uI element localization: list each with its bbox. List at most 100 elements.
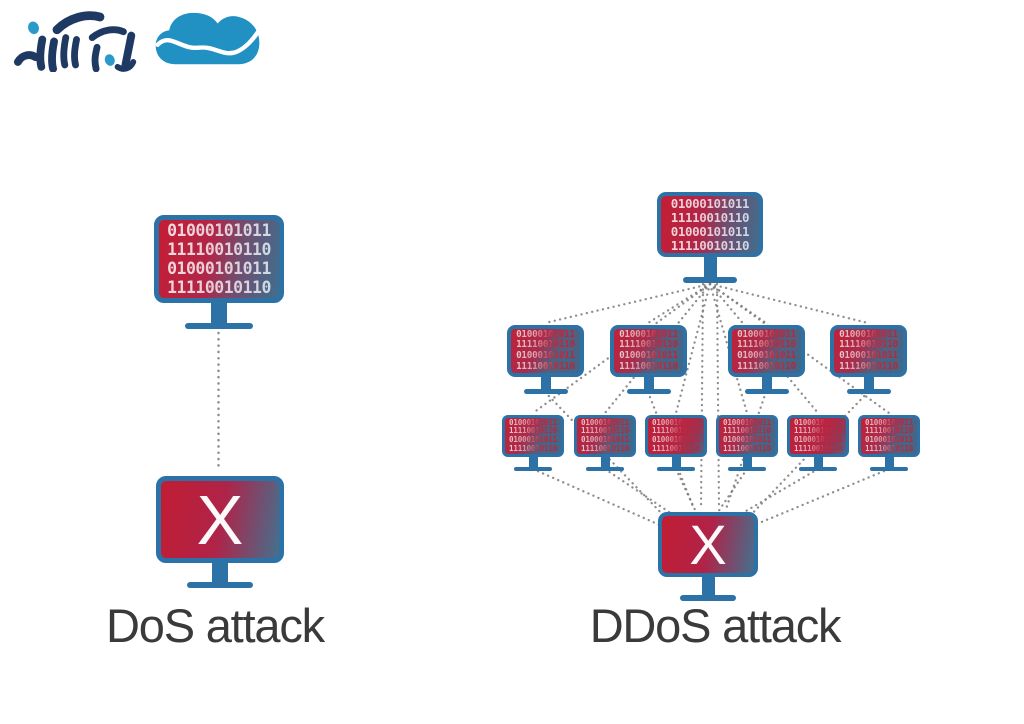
monitor-stand <box>671 457 681 467</box>
binary-code: 01000101011 11110010110 01000101011 1111… <box>790 418 846 454</box>
monitor-stand <box>643 377 654 389</box>
binary-line: 11110010110 <box>505 427 561 436</box>
binary-line: 11110010110 <box>790 444 846 454</box>
binary-line: 01000101011 <box>732 329 801 341</box>
brand-logo <box>12 8 264 72</box>
binary-line: 01000101011 <box>648 435 704 445</box>
binary-line: 11110010110 <box>790 427 846 436</box>
binary-line: 01000101011 <box>861 418 917 428</box>
binary-code: 01000101011 11110010110 01000101011 1111… <box>159 221 279 297</box>
binary-line: 11110010110 <box>661 210 759 225</box>
brand-calligraphy <box>13 11 137 72</box>
monitor-stand <box>813 457 823 467</box>
binary-line: 01000101011 <box>511 329 580 341</box>
dos-victim-monitor: X <box>156 476 284 588</box>
monitor-base <box>846 389 891 394</box>
monitor-base <box>185 323 253 329</box>
botnet-monitor: 01000101011 11110010110 01000101011 1111… <box>787 415 849 471</box>
monitor-screen: 01000101011 11110010110 01000101011 1111… <box>858 415 920 457</box>
botnet-monitor: 01000101011 11110010110 01000101011 1111… <box>507 325 584 394</box>
monitor-screen: 01000101011 11110010110 01000101011 1111… <box>830 325 907 377</box>
monitor-stand <box>540 377 551 389</box>
binary-line: 11110010110 <box>861 427 917 436</box>
botnet-monitor: 01000101011 11110010110 01000101011 1111… <box>830 325 907 394</box>
binary-line: 01000101011 <box>661 224 759 239</box>
ddos-label: DDoS attack <box>589 599 842 652</box>
binary-line: 11110010110 <box>834 361 903 373</box>
binary-code: 01000101011 11110010110 01000101011 1111… <box>511 329 580 373</box>
botnet-monitor: 01000101011 11110010110 01000101011 1111… <box>574 415 636 471</box>
monitor-base <box>683 277 737 283</box>
binary-line: 11110010110 <box>577 427 633 436</box>
binary-code: 01000101011 11110010110 01000101011 1111… <box>834 329 903 373</box>
failure-x-mark: X <box>196 480 244 559</box>
botnet-monitor: 01000101011 11110010110 01000101011 1111… <box>728 325 805 394</box>
binary-line: 11110010110 <box>511 361 580 373</box>
binary-line: 01000101011 <box>614 350 683 362</box>
binary-line: 01000101011 <box>661 196 759 211</box>
monitor-screen: 01000101011 11110010110 01000101011 1111… <box>154 215 284 303</box>
binary-code: 01000101011 11110010110 01000101011 1111… <box>732 329 801 373</box>
binary-line: 11110010110 <box>732 361 801 373</box>
monitor-base <box>680 595 736 601</box>
monitor-base <box>586 467 624 471</box>
monitor-stand <box>528 457 538 467</box>
monitor-screen: 01000101011 11110010110 01000101011 1111… <box>574 415 636 457</box>
monitor-base <box>514 467 552 471</box>
binary-line: 11110010110 <box>577 444 633 454</box>
monitor-stand <box>211 303 227 323</box>
binary-code: 01000101011 11110010110 01000101011 1111… <box>719 418 775 454</box>
monitor-screen: 01000101011 11110010110 01000101011 1111… <box>610 325 687 377</box>
binary-line: 01000101011 <box>719 418 775 428</box>
binary-code: 01000101011 11110010110 01000101011 1111… <box>661 196 759 253</box>
monitor-screen: 01000101011 11110010110 01000101011 1111… <box>716 415 778 457</box>
botnet-monitor: 01000101011 11110010110 01000101011 1111… <box>502 415 564 471</box>
botnet-monitor: 01000101011 11110010110 01000101011 1111… <box>716 415 778 471</box>
monitor-stand <box>884 457 894 467</box>
botnet-monitor: 01000101011 11110010110 01000101011 1111… <box>645 415 707 471</box>
monitor-screen: 01000101011 11110010110 01000101011 1111… <box>645 415 707 457</box>
binary-code: 01000101011 11110010110 01000101011 1111… <box>861 418 917 454</box>
monitor-screen: 01000101011 11110010110 01000101011 1111… <box>787 415 849 457</box>
monitor-stand <box>761 377 772 389</box>
binary-line: 11110010110 <box>648 427 704 436</box>
dos-label: DoS attack <box>106 599 325 652</box>
binary-line: 01000101011 <box>719 435 775 445</box>
binary-line: 01000101011 <box>511 350 580 362</box>
binary-line: 11110010110 <box>719 444 775 454</box>
monitor-screen: X <box>156 476 284 563</box>
binary-line: 11110010110 <box>661 238 759 253</box>
binary-code: 01000101011 11110010110 01000101011 1111… <box>577 418 633 454</box>
monitor-stand <box>212 563 228 582</box>
monitor-screen: 01000101011 11110010110 01000101011 1111… <box>502 415 564 457</box>
binary-line: 01000101011 <box>577 435 633 445</box>
dos-attacker-monitor: 01000101011 11110010110 01000101011 1111… <box>154 215 284 329</box>
binary-line: 01000101011 <box>834 350 903 362</box>
botnet-monitor: 01000101011 11110010110 01000101011 1111… <box>610 325 687 394</box>
binary-line: 01000101011 <box>790 435 846 445</box>
binary-code: 01000101011 11110010110 01000101011 1111… <box>648 418 704 454</box>
binary-line: 11110010110 <box>648 444 704 454</box>
monitor-base <box>744 389 789 394</box>
binary-line: 11110010110 <box>614 361 683 373</box>
monitor-base <box>523 389 568 394</box>
binary-line: 01000101011 <box>505 418 561 428</box>
binary-code: 01000101011 11110010110 01000101011 1111… <box>505 418 561 454</box>
binary-line: 11110010110 <box>159 278 279 297</box>
monitor-screen: 01000101011 11110010110 01000101011 1111… <box>507 325 584 377</box>
binary-line: 01000101011 <box>861 435 917 445</box>
monitor-stand <box>863 377 874 389</box>
ddos-victim-monitor: X <box>658 512 758 601</box>
binary-line: 01000101011 <box>732 350 801 362</box>
cloud-icon <box>155 12 261 65</box>
monitor-stand <box>742 457 752 467</box>
monitor-base <box>626 389 671 394</box>
botnet-monitor: 01000101011 11110010110 01000101011 1111… <box>858 415 920 471</box>
binary-line: 01000101011 <box>577 418 633 428</box>
binary-line: 11110010110 <box>511 340 580 351</box>
monitor-base <box>799 467 837 471</box>
binary-line: 11110010110 <box>732 340 801 351</box>
binary-line: 01000101011 <box>159 259 279 278</box>
binary-line: 01000101011 <box>648 418 704 428</box>
